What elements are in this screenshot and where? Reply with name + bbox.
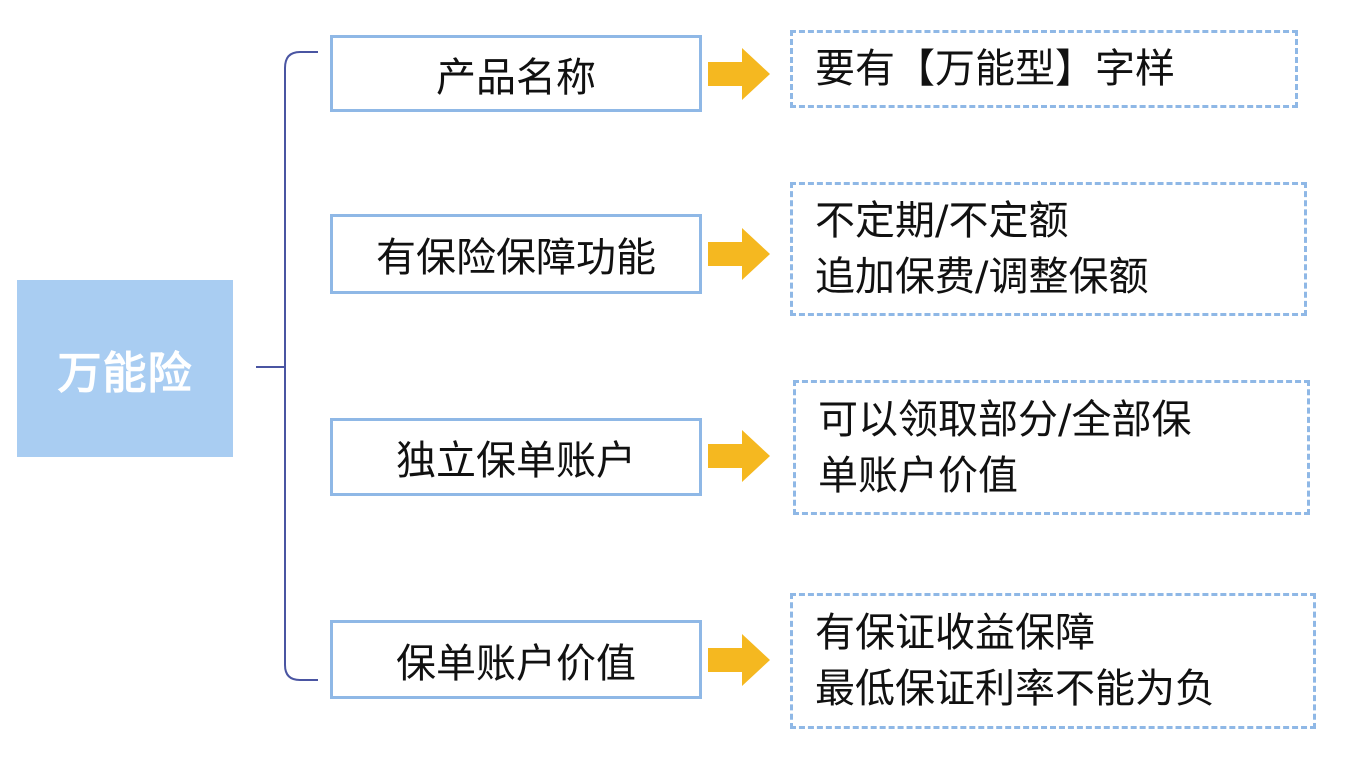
desc-line: 追加保费/调整保额 xyxy=(815,254,1149,300)
desc-line: 要有【万能型】字样 xyxy=(815,46,1175,92)
item-label: 产品名称 xyxy=(436,54,596,101)
desc-line: 有保证收益保障 xyxy=(815,610,1095,656)
desc-box-product-name: 要有【万能型】字样 xyxy=(790,30,1298,108)
root-node: 万能险 xyxy=(17,280,233,457)
item-box-product-name: 产品名称 xyxy=(330,35,702,112)
item-label: 保单账户价值 xyxy=(396,640,636,687)
desc-box-independent-account: 可以领取部分/全部保 单账户价值 xyxy=(793,380,1310,515)
arrow-icon xyxy=(708,634,770,686)
item-label: 有保险保障功能 xyxy=(376,235,656,281)
arrow-icon xyxy=(708,430,770,482)
desc-line: 单账户价值 xyxy=(818,452,1018,499)
desc-box-account-value: 有保证收益保障 最低保证利率不能为负 xyxy=(790,593,1316,729)
arrow-icon xyxy=(708,48,770,100)
desc-line: 最低保证利率不能为负 xyxy=(815,666,1215,712)
desc-line: 可以领取部分/全部保 xyxy=(818,396,1192,443)
desc-box-insurance-protection: 不定期/不定额 追加保费/调整保额 xyxy=(790,182,1307,316)
desc-line: 不定期/不定额 xyxy=(815,198,1069,244)
item-box-insurance-protection: 有保险保障功能 xyxy=(330,214,702,294)
arrow-icon xyxy=(708,228,770,280)
item-label: 独立保单账户 xyxy=(396,438,636,484)
root-label: 万能险 xyxy=(57,347,193,399)
item-box-account-value: 保单账户价值 xyxy=(330,620,702,699)
item-box-independent-account: 独立保单账户 xyxy=(330,418,702,496)
